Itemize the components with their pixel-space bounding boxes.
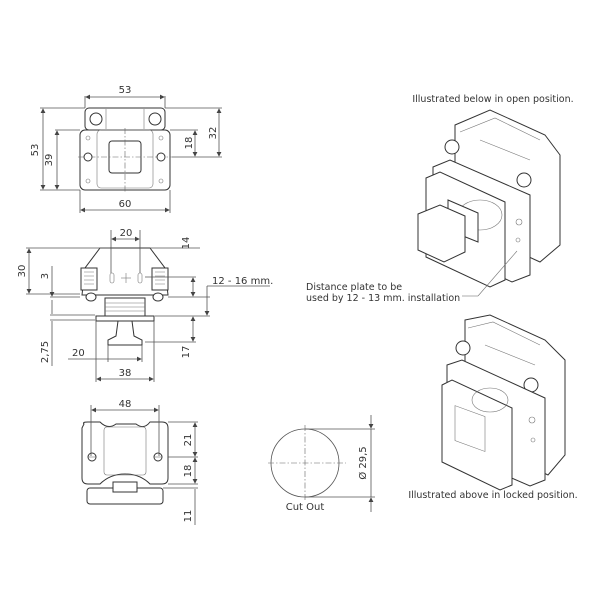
dim-step: 3 (40, 273, 51, 279)
dim-left-small: 2,75 (40, 341, 51, 363)
iso-locked-view: Illustrated above in locked position. (408, 314, 578, 501)
dim-top-width-front: 20 (120, 228, 133, 239)
dim-lower: 11 (183, 510, 194, 523)
dim-left-height: 53 (30, 144, 41, 157)
dim-knob-width: 20 (72, 348, 85, 359)
front-view: 20 30 3 2,75 14 12 - 16 mm. 17 20 (17, 228, 273, 382)
dim-base-width: 38 (119, 368, 132, 379)
callout-line1: Distance plate to be (306, 282, 402, 293)
dim-right-large: 32 (208, 127, 219, 140)
iso-open-view: Illustrated below in open position. (412, 94, 574, 297)
top-view: 53 53 39 18 32 60 (30, 85, 222, 213)
dim-middle: 18 (183, 465, 194, 478)
dim-upper: 21 (183, 434, 194, 447)
caption-open: Illustrated below in open position. (412, 94, 573, 105)
dim-upper-right: 14 (181, 237, 192, 250)
bottom-view: 48 21 18 11 (81, 399, 198, 525)
dim-right-small: 18 (184, 137, 195, 150)
dim-inner-height: 39 (44, 154, 55, 167)
callout-line2: used by 12 - 13 mm. installation (306, 293, 460, 304)
dim-top-width: 53 (119, 85, 132, 96)
cutout-view: Ø 29,5 Cut Out (268, 415, 375, 513)
dim-bottom-view-width: 48 (119, 399, 132, 410)
cutout-label: Cut Out (286, 502, 325, 513)
dim-bottom-width: 60 (119, 199, 132, 210)
cutout-diameter: Ø 29,5 (357, 446, 369, 479)
dim-panel-range: 12 - 16 mm. (212, 276, 273, 287)
dim-knob-height: 17 (181, 346, 192, 359)
caption-locked: Illustrated above in locked position. (408, 490, 577, 501)
dim-total-height: 30 (17, 265, 28, 278)
